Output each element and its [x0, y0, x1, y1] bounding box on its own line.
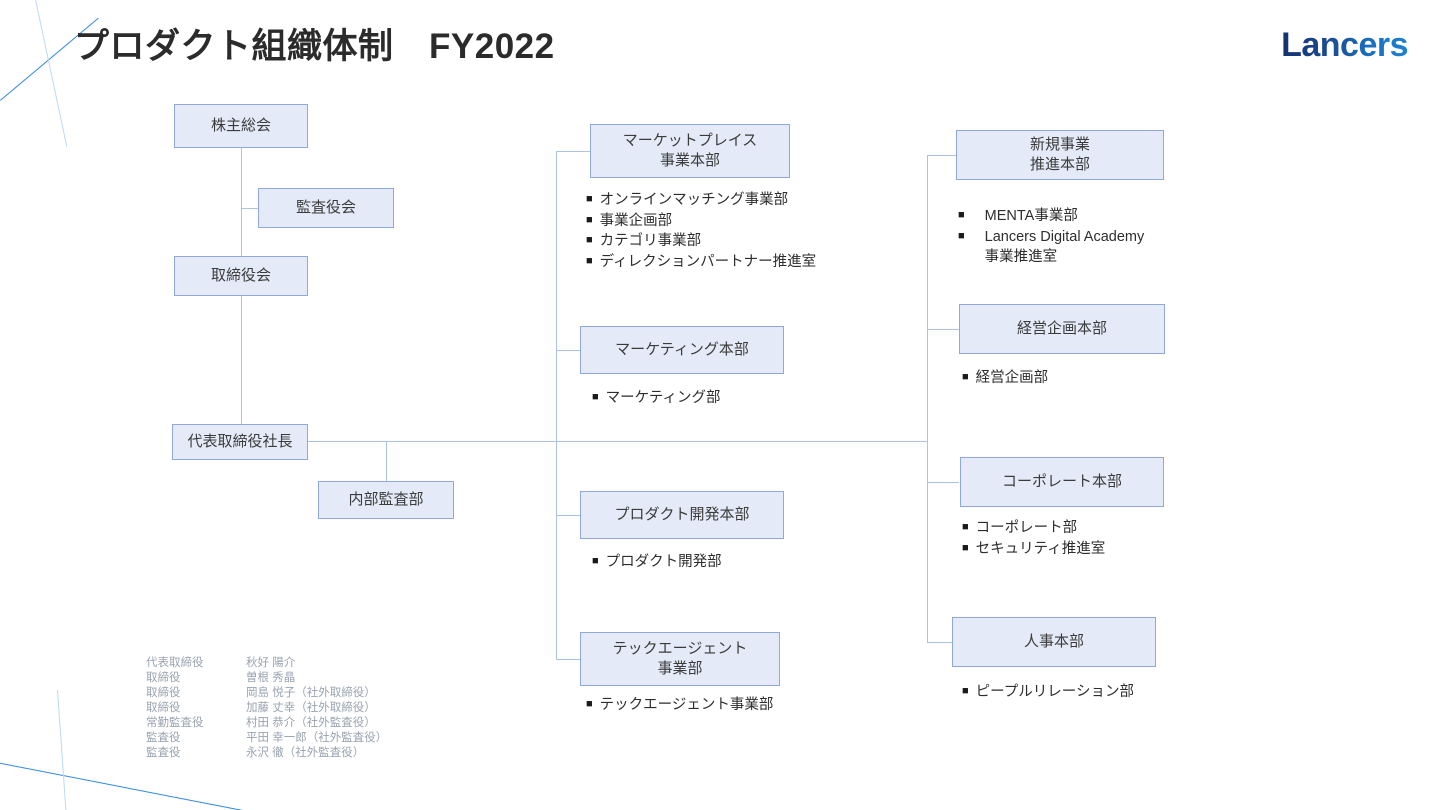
- list-item: ■テックエージェント事業部: [586, 697, 774, 713]
- roster-row: 取締役 曽根 秀晶: [146, 671, 387, 686]
- list-new-business-departments: ■MENTA事業部 ■Lancers Digital Academy 事業推進室: [958, 206, 1258, 268]
- roster-role: 取締役: [146, 671, 181, 684]
- square-bullet-icon: ■: [958, 229, 965, 242]
- connector-center-trunk: [556, 151, 557, 660]
- connector-center-branch-product: [556, 515, 580, 516]
- list-marketing-departments: ■マーケティング部: [592, 388, 872, 409]
- list-item: ■事業企画部: [586, 212, 673, 229]
- page-title: プロダクト組織体制 FY2022: [74, 27, 555, 66]
- list-management-planning-departments: ■経営企画部: [962, 368, 1242, 389]
- square-bullet-icon: ■: [586, 254, 593, 267]
- connector-center-branch-tech: [556, 659, 580, 660]
- list-hr-departments: ■ピープルリレーション部: [962, 682, 1242, 703]
- roster-role: 監査役: [146, 746, 181, 759]
- decorative-line-top-left-faint: [33, 0, 68, 147]
- connector-right-branch-hr: [927, 642, 953, 643]
- connector-right-branch-planning: [927, 329, 959, 330]
- square-bullet-icon: ■: [592, 391, 599, 403]
- connector-right-branch-corporate: [927, 482, 959, 483]
- roster-role: 監査役: [146, 731, 181, 744]
- square-bullet-icon: ■: [958, 209, 965, 221]
- roster-role: 取締役: [146, 686, 181, 699]
- connector-right-branch-newbusiness: [927, 155, 959, 156]
- list-item: ■カテゴリ事業部: [586, 233, 702, 250]
- square-bullet-icon: ■: [962, 371, 969, 383]
- list-item: ■ピープルリレーション部: [962, 684, 1134, 700]
- list-product-development-departments: ■プロダクト開発部: [592, 552, 872, 573]
- box-management-planning-division[interactable]: 経営企画本部: [959, 304, 1165, 354]
- roster-person: 平田 幸一郎（社外監査役）: [246, 731, 388, 744]
- box-hr-division[interactable]: 人事本部: [952, 617, 1156, 667]
- connector-center-branch-marketplace: [556, 151, 590, 152]
- roster-person: 秋好 陽介: [246, 657, 296, 669]
- roster-person: 永沢 徹（社外監査役）: [246, 746, 365, 759]
- list-item: ■MENTA事業部: [958, 208, 1078, 224]
- roster-row: 取締役 岡島 悦子（社外取締役）: [146, 686, 387, 701]
- decorative-line-bottom-left-faint: [57, 690, 67, 810]
- square-bullet-icon: ■: [962, 685, 969, 697]
- roster-row: 代表取締役 秋好 陽介: [146, 656, 387, 671]
- square-bullet-icon: ■: [586, 698, 593, 710]
- square-bullet-icon: ■: [586, 234, 593, 247]
- square-bullet-icon: ■: [586, 213, 593, 226]
- box-product-development-division[interactable]: プロダクト開発本部: [580, 491, 784, 539]
- lancers-logo: Lancers: [1281, 26, 1408, 64]
- connector-president-to-internal-audit: [386, 441, 387, 481]
- list-item: ■経営企画部: [962, 370, 1049, 386]
- roster-person: 岡島 悦子（社外取締役）: [246, 686, 376, 699]
- box-board-of-directors[interactable]: 取締役会: [174, 256, 308, 296]
- roster-role: 代表取締役: [146, 657, 204, 669]
- box-new-business-division[interactable]: 新規事業 推進本部: [956, 130, 1164, 180]
- roster-person: 村田 恭介（社外監査役）: [246, 716, 376, 729]
- list-item: ■オンラインマッチング事業部: [586, 192, 789, 208]
- roster-row: 監査役 平田 幸一郎（社外監査役）: [146, 731, 387, 746]
- list-item: ■ディレクションパートナー推進室: [586, 253, 817, 270]
- box-president[interactable]: 代表取締役社長: [172, 424, 308, 460]
- box-internal-audit[interactable]: 内部監査部: [318, 481, 454, 519]
- list-item: ■プロダクト開発部: [592, 554, 722, 570]
- list-corporate-departments: ■コーポレート部 ■セキュリティ推進室: [962, 518, 1242, 559]
- connector-president-trunk: [308, 441, 927, 442]
- roster-role: 取締役: [146, 701, 181, 714]
- list-marketplace-departments: ■オンラインマッチング事業部 ■事業企画部 ■カテゴリ事業部 ■ディレクションパ…: [586, 190, 886, 272]
- connector-right-trunk: [927, 155, 928, 642]
- square-bullet-icon: ■: [962, 521, 969, 533]
- roster-row: 常勤監査役 村田 恭介（社外監査役）: [146, 716, 387, 731]
- list-item: ■Lancers Digital Academy 事業推進室: [958, 228, 1145, 266]
- box-marketplace-division[interactable]: マーケットプレイス 事業本部: [590, 124, 790, 178]
- connector-center-branch-marketing: [556, 350, 580, 351]
- roster-person: 曽根 秀晶: [246, 671, 296, 684]
- list-tech-agent-departments: ■テックエージェント事業部: [586, 695, 886, 716]
- square-bullet-icon: ■: [586, 193, 593, 205]
- box-marketing-division[interactable]: マーケティング本部: [580, 326, 784, 374]
- box-tech-agent-division[interactable]: テックエージェント 事業部: [580, 632, 780, 686]
- connector-board-to-president: [241, 296, 242, 424]
- decorative-diagonal-bottom-left: [0, 762, 301, 810]
- connector-to-audit-board: [241, 208, 258, 209]
- connector-shareholders-to-board: [241, 148, 242, 256]
- box-audit-board[interactable]: 監査役会: [258, 188, 394, 228]
- square-bullet-icon: ■: [962, 541, 969, 554]
- roster-row: 監査役 永沢 徹（社外監査役）: [146, 746, 387, 761]
- roster-role: 常勤監査役: [146, 716, 204, 729]
- roster-person: 加藤 丈幸（社外取締役）: [246, 701, 376, 714]
- box-corporate-division[interactable]: コーポレート本部: [960, 457, 1164, 507]
- square-bullet-icon: ■: [592, 555, 599, 567]
- list-item: ■マーケティング部: [592, 390, 721, 406]
- list-item: ■セキュリティ推進室: [962, 540, 1106, 557]
- list-item: ■コーポレート部: [962, 520, 1078, 536]
- board-member-roster: 代表取締役秋好 陽介 取締役曽根 秀晶 取締役岡島 悦子（社外取締役） 取締役加…: [146, 656, 387, 761]
- box-shareholders-meeting[interactable]: 株主総会: [174, 104, 308, 148]
- roster-row: 取締役 加藤 丈幸（社外取締役）: [146, 701, 387, 716]
